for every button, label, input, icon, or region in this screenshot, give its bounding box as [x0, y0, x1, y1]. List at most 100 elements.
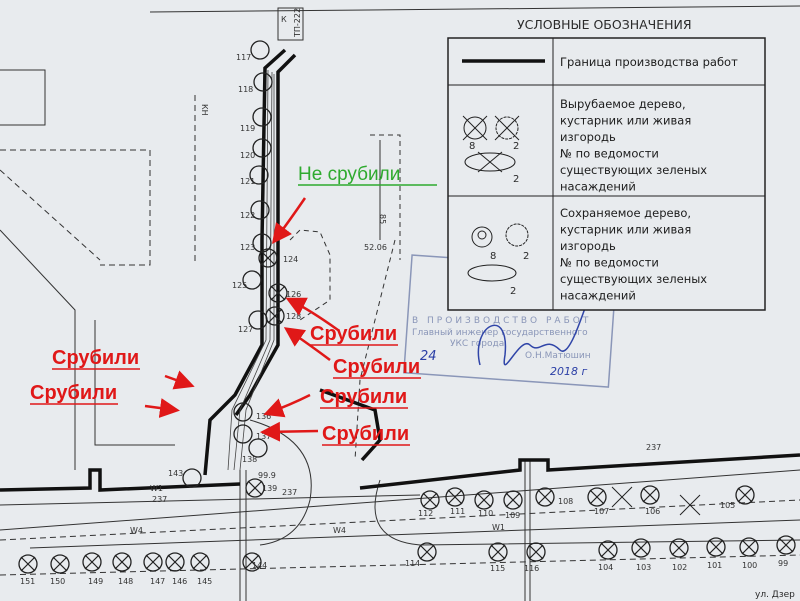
tree-number: 101: [707, 561, 722, 570]
cut-label: Срубили: [52, 347, 139, 369]
felled-tree-124: 124: [258, 248, 298, 268]
tree-number: 104: [598, 563, 613, 572]
legend-text-line: существующих зеленых: [560, 163, 707, 177]
tree-number: 148: [118, 577, 133, 586]
tree-number: 105: [720, 501, 735, 510]
felled-tree-149: 149: [82, 552, 103, 586]
signature: [477, 294, 591, 366]
cut-label: Срубили: [30, 382, 117, 404]
tree-117: 117: [236, 40, 270, 62]
felled-tree-99: 99: [776, 535, 796, 568]
label-w4: W4: [130, 526, 143, 535]
tree-number: 103: [636, 563, 651, 572]
annotations: Не срубили СрубилиСрубилиСрубилиСрубилиС…: [30, 164, 437, 446]
tree-number: 144: [252, 561, 267, 570]
cut-label: Срубили: [320, 386, 407, 408]
legend-text-line: изгородь: [560, 130, 616, 144]
legend-boundary-label: Граница производства работ: [560, 55, 738, 69]
felled-tree-126: 126: [268, 283, 301, 303]
tree-number: 150: [50, 577, 65, 586]
cut-label: Срубили: [310, 323, 397, 345]
label-85: 85: [378, 214, 387, 224]
background-linework: [0, 5, 800, 601]
felled-tree-102: 102: [669, 538, 689, 572]
felled-shrub-mark: [611, 486, 633, 508]
tree-number: 128: [286, 312, 301, 321]
tree-number: 145: [197, 577, 212, 586]
felled-tree-151: 151: [18, 554, 38, 586]
tree-number: 143: [168, 469, 183, 478]
stamp-line: О.Н.Матюшин: [525, 351, 591, 361]
felled-tree-139: 139: [245, 478, 277, 498]
tree-number: 138: [242, 455, 257, 464]
tree-number: 125: [232, 281, 247, 290]
label-elevation: 52.06: [364, 243, 387, 252]
legend-number: 2: [523, 251, 529, 262]
legend-text-line: № по ведомости: [560, 256, 659, 270]
legend-number: 8: [469, 141, 475, 152]
cut-label: Срубили: [333, 356, 420, 378]
tree-number: 107: [594, 507, 609, 516]
felled-tree-105: 105: [720, 485, 755, 510]
cut-label: Срубили: [322, 423, 409, 445]
tree-138: 138: [242, 438, 268, 464]
tree-number: 122: [240, 211, 255, 220]
legend: УСЛОВНЫЕ ОБОЗНАЧЕНИЯ Граница производств…: [447, 17, 766, 311]
tree-number: 124: [283, 255, 298, 264]
felled-tree-112: 112: [418, 490, 440, 518]
felled-tree-115: 115: [488, 542, 508, 573]
legend-text-line: изгородь: [560, 239, 616, 253]
tree-number: 127: [238, 325, 253, 334]
label-237: 237: [152, 495, 167, 504]
tree-143: 143: [168, 468, 202, 488]
felled-tree-114: 114: [405, 542, 437, 568]
legend-text-line: насаждений: [560, 180, 636, 194]
felled-tree-147: 147: [143, 552, 165, 586]
felled-tree-146: 146: [165, 552, 187, 586]
label-w1: W1: [150, 484, 163, 493]
legend-text-line: кустарник или живая: [560, 223, 691, 237]
tree-number: 121: [240, 177, 255, 186]
felled-tree-103: 103: [631, 538, 651, 572]
label-substation: ТП-222: [293, 8, 302, 38]
label-w4: W4: [333, 526, 346, 535]
legend-number: 2: [510, 286, 516, 297]
legend-text-line: насаждений: [560, 289, 636, 303]
tree-number: 110: [478, 509, 493, 518]
stamp-line: УКС города: [450, 339, 504, 349]
tree-120: 120: [240, 138, 272, 160]
legend-text-line: существующих зеленых: [560, 272, 707, 286]
felled-tree-109: 109: [503, 490, 523, 520]
stamp-line: Главный инженер государственного: [412, 328, 588, 338]
tree-122: 122: [240, 200, 270, 220]
label-k: К: [281, 15, 287, 24]
label-237: 237: [282, 488, 297, 497]
felled-tree-104: 104: [598, 540, 618, 572]
tree-121: 121: [240, 165, 269, 186]
approval-stamp: В ПРОИЗВОДСТВО РАБОТ Главный инженер гос…: [403, 254, 618, 388]
felled-tree-145: 145: [190, 552, 212, 586]
felled-shrub-mark: [679, 494, 701, 516]
stamp-day: 24: [420, 349, 437, 364]
tree-number: 118: [238, 85, 253, 94]
label-237: 237: [646, 443, 661, 452]
tree-number: 109: [505, 511, 520, 520]
annotation-arrows: [144, 197, 339, 442]
tree-number: 146: [172, 577, 187, 586]
legend-number: 8: [490, 251, 496, 262]
tree-number: 149: [88, 577, 103, 586]
tree-119: 119: [240, 107, 272, 133]
works-boundary-line: [0, 48, 800, 492]
felled-tree-symbol: [462, 115, 520, 173]
legend-text-line: Вырубаемое дерево,: [560, 97, 686, 111]
legend-number: 2: [513, 174, 519, 185]
tree-number: 99: [778, 559, 788, 568]
felled-tree-128: 128: [265, 306, 301, 326]
tree-number: 126: [286, 290, 301, 299]
tree-number: 117: [236, 53, 251, 62]
tree-number: 114: [405, 559, 420, 568]
plan-labels: К ТП-222 КН 237 237 237 W4 W4 W1 W1 99.9…: [130, 8, 795, 600]
felled-tree-110: 110: [474, 490, 494, 518]
tree-number: 139: [262, 484, 277, 493]
